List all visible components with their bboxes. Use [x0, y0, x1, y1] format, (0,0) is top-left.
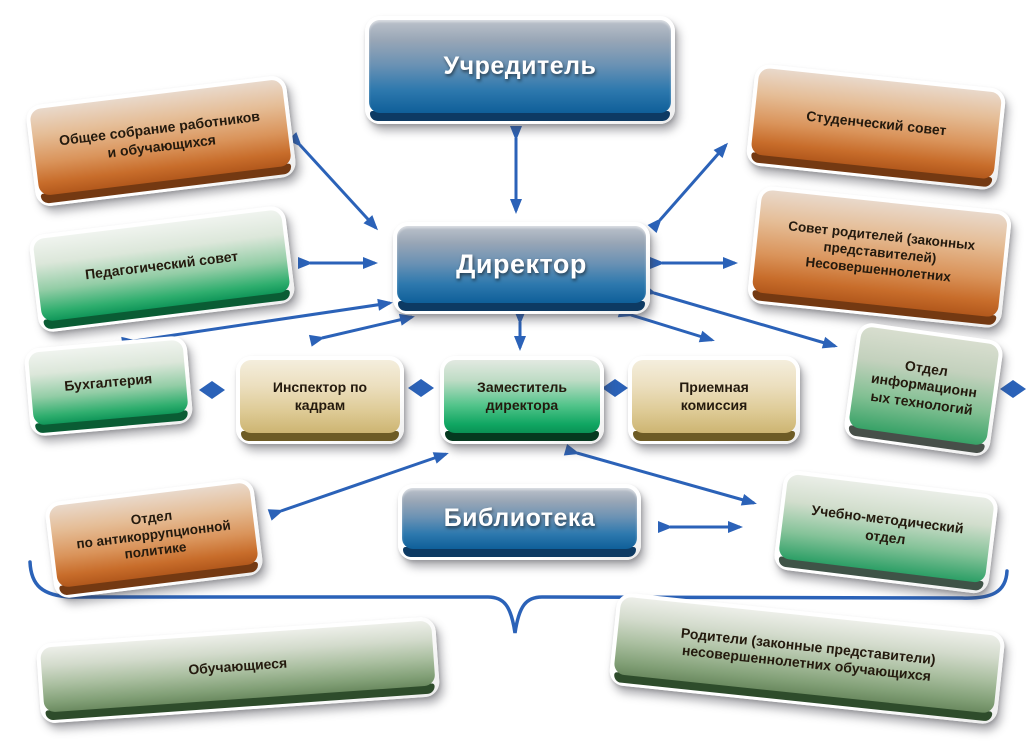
node-accounting: Бухгалтерия [23, 335, 194, 437]
node-deputy-director: Заместитель директора [440, 356, 604, 444]
diamond-connector-2 [408, 379, 434, 397]
diamond-connector-4 [1000, 380, 1026, 398]
node-founder: Учредитель [365, 16, 675, 124]
arrow-assembly-director [287, 132, 379, 231]
node-admissions: Приемная комиссия [628, 356, 800, 444]
node-it-department: Отдел информационн ых технологий [842, 321, 1005, 458]
node-parents-council-label: Совет родителей (законных представителей… [787, 218, 976, 285]
arrow-anticorruption-deputy [267, 452, 449, 521]
diamond-connector-3 [602, 379, 628, 397]
arrow-director-studentcouncil [647, 142, 728, 233]
node-founder-label: Учредитель [443, 51, 597, 80]
node-students-label: Обучающиеся [187, 654, 288, 678]
diamond-connector-1 [199, 381, 225, 399]
node-accounting-label: Бухгалтерия [63, 369, 153, 394]
node-anticorruption-label: Отдел по антикоррупционной политике [75, 507, 232, 563]
arrow-director-admissions [617, 305, 715, 343]
node-methodical-label: Учебно-методический отдел [810, 501, 965, 547]
arrow-director-it [640, 283, 838, 349]
node-library-label: Библиотека [443, 503, 596, 532]
node-hr-inspector-label: Инспектор по кадрам [272, 379, 368, 413]
node-admissions-label: Приемная комиссия [679, 379, 749, 413]
node-director: Директор [393, 222, 650, 314]
node-parents-label: Родители (законные представители) несове… [680, 624, 937, 685]
node-pedagogical-council-label: Педагогический совет [84, 247, 239, 283]
node-library: Библиотека [398, 484, 641, 560]
node-it-department-label: Отдел информационн ых технологий [869, 357, 979, 418]
arrow-deputy-methodical [563, 443, 757, 506]
arrow-accounting-director [121, 298, 393, 349]
arrow-hrinspector-director [308, 313, 415, 347]
node-deputy-director-label: Заместитель директора [477, 379, 567, 413]
scope-brace [28, 560, 1009, 634]
node-general-assembly-label: Общее собрание работников и обучающихся [58, 107, 261, 161]
node-hr-inspector: Инспектор по кадрам [236, 356, 404, 444]
node-director-label: Директор [456, 248, 587, 279]
node-student-council-label: Студенческий совет [805, 107, 948, 139]
